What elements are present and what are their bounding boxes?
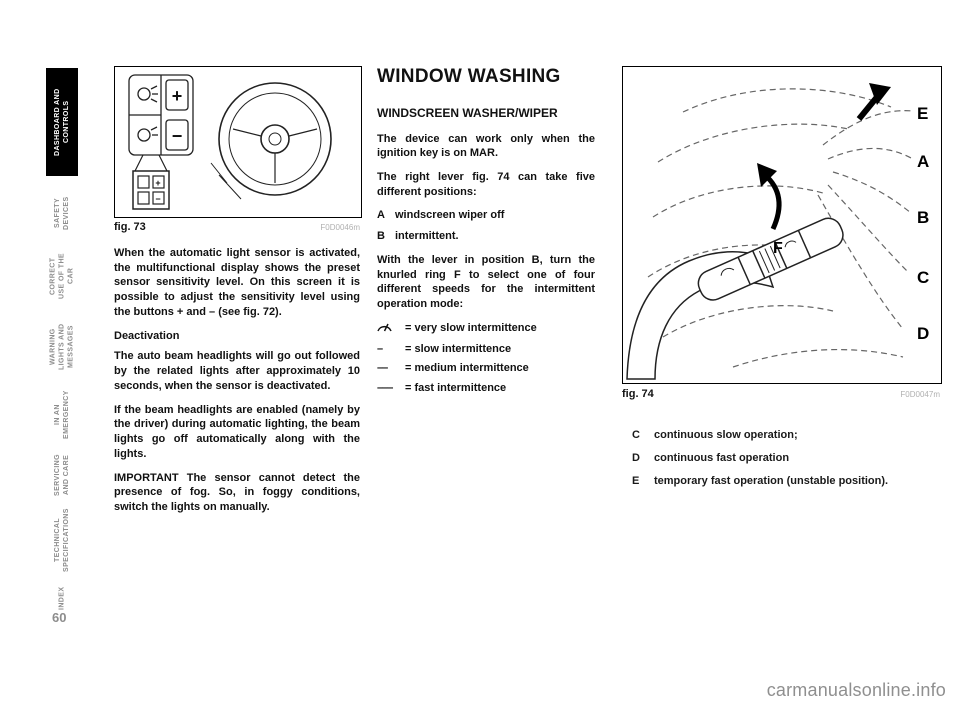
important-paragraph: IMPORTANT The sensor cannot detect the p… <box>114 471 360 515</box>
sidebar-item-servicing-and-care: SERVICING AND CARE <box>53 454 70 496</box>
window-washing-text-column: WINDOW WASHING WINDSCREEN WASHER/WIPER T… <box>377 64 595 401</box>
sidebar-item-correct-use-of-the-car: CORRECT USE OF THE CAR <box>49 253 75 300</box>
section-sidebar: DASHBOARD AND CONTROLS SAFETY DEVICES CO… <box>44 68 80 615</box>
watermark: carmanualsonline.info <box>766 680 946 700</box>
figure-74-caption: fig. 74 <box>622 388 654 400</box>
label-d: D <box>917 324 929 343</box>
list-item-e: E temporary fast operation (unstable pos… <box>632 474 932 489</box>
position-letter: B <box>377 230 385 243</box>
position-item-b: B intermittent. <box>377 229 595 244</box>
figure-73: + − + − <box>114 66 362 218</box>
speed-text: = fast intermittence <box>405 382 507 395</box>
one-dash-symbol: – <box>377 342 383 355</box>
sidebar-item-technical-specifications: TECHNICAL SPECIFICATIONS <box>53 508 70 572</box>
list-item-d: D continuous fast operation <box>632 451 932 466</box>
speed-item-fast: ––– = fast intermittence <box>377 381 595 396</box>
subsection-title: WINDSCREEN WASHER/WIPER <box>377 106 558 121</box>
position-item-a: A windscreen wiper off <box>377 208 595 223</box>
paragraph: When the automatic light sensor is activ… <box>114 247 360 318</box>
position-letter: A <box>377 209 385 222</box>
figure-74-code: F0D0047m <box>900 390 940 399</box>
dashboard-light-sensor-illustration: + − + − <box>128 74 332 210</box>
wiper-stalk-illustration: E A B C D F <box>626 83 929 380</box>
light-sensor-text-column: When the automatic light sensor is activ… <box>114 246 360 524</box>
svg-text:−: − <box>155 194 160 204</box>
sidebar-item-safety-devices: SAFETY DEVICES <box>53 196 70 230</box>
speed-text: = medium intermittence <box>405 362 529 375</box>
label-e: E <box>917 104 928 123</box>
item-text: temporary fast operation (unstable posit… <box>654 474 889 487</box>
lever-positions-list: C continuous slow operation; D continuou… <box>632 428 932 497</box>
paragraph: The device can work only when the igniti… <box>377 132 595 160</box>
figure-74: E A B C D F <box>622 66 942 384</box>
paragraph: The right lever fig. 74 can take five di… <box>377 171 595 198</box>
important-label: IMPORTANT <box>114 471 179 484</box>
paragraph: The auto beam headlights will go out fol… <box>114 350 360 392</box>
important-text: The sensor cannot detect the presence of… <box>114 471 360 514</box>
speed-item-slow: – = slow intermittence <box>377 342 595 357</box>
list-item-c: C continuous slow operation; <box>632 428 932 443</box>
label-b: B <box>917 208 929 227</box>
label-a: A <box>917 152 929 171</box>
svg-text:−: − <box>172 126 183 146</box>
paragraph: If the beam headlights are enabled (name… <box>114 403 360 460</box>
figure-73-caption: fig. 73 <box>114 221 146 233</box>
speed-item-medium: –– = medium intermittence <box>377 361 595 376</box>
label-f: F <box>773 240 783 257</box>
position-text: windscreen wiper off <box>395 209 505 222</box>
figure-73-code: F0D0046m <box>320 223 360 232</box>
item-letter: E <box>632 474 640 487</box>
sidebar-item-dashboard-and-controls: DASHBOARD AND CONTROLS <box>46 68 78 176</box>
deactivation-heading: Deactivation <box>114 329 180 342</box>
item-text: continuous slow operation; <box>654 429 798 441</box>
item-letter: D <box>632 451 640 464</box>
svg-text:+: + <box>172 86 183 106</box>
three-dash-symbol: ––– <box>377 382 393 395</box>
speed-text: = very slow intermittence <box>405 321 537 334</box>
two-dash-symbol: –– <box>377 362 388 375</box>
wiper-icon <box>377 321 405 337</box>
page-number: 60 <box>52 610 67 625</box>
section-title: WINDOW WASHING <box>377 66 561 87</box>
item-letter: C <box>632 429 640 441</box>
svg-text:+: + <box>155 178 160 188</box>
label-c: C <box>917 268 929 287</box>
sidebar-item-in-an-emergency: IN AN EMERGENCY <box>53 390 70 440</box>
sidebar-item-warning-lights-and-messages: WARNING LIGHTS AND MESSAGES <box>49 323 75 371</box>
speed-item-very-slow: = very slow intermittence <box>377 321 595 337</box>
item-text: continuous fast operation <box>654 451 790 464</box>
speed-text: = slow intermittence <box>405 342 512 355</box>
position-text: intermittent. <box>395 230 459 243</box>
paragraph: With the lever in position B, turn the k… <box>377 253 595 311</box>
